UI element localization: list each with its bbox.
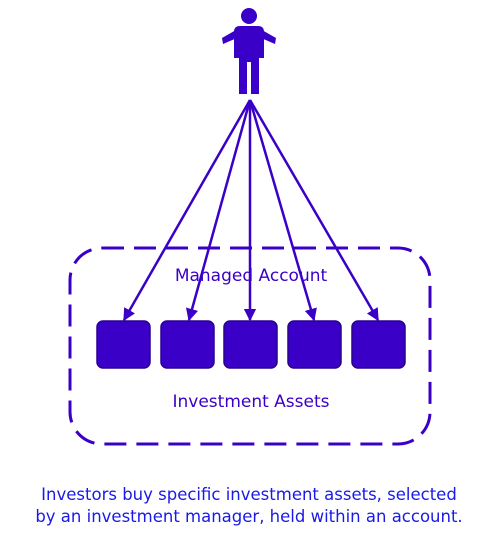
arrows	[122, 99, 380, 322]
person-icon	[222, 8, 276, 94]
arrow-1	[122, 99, 252, 322]
asset-box-4	[287, 320, 342, 369]
diagram-caption: Investors buy specific investment assets…	[0, 484, 498, 528]
caption-line-2: by an investment manager, held within an…	[35, 507, 463, 526]
arrow-5	[248, 99, 380, 322]
asset-box-5	[351, 320, 406, 369]
caption-line-1: Investors buy specific investment assets…	[41, 485, 457, 504]
asset-box-1	[96, 320, 151, 369]
investment-assets-label: Investment Assets	[172, 392, 329, 412]
asset-box-3	[223, 320, 278, 369]
investment-assets	[96, 320, 406, 369]
asset-box-2	[160, 320, 215, 369]
arrow-4	[248, 99, 317, 322]
arrow-2	[185, 99, 252, 322]
